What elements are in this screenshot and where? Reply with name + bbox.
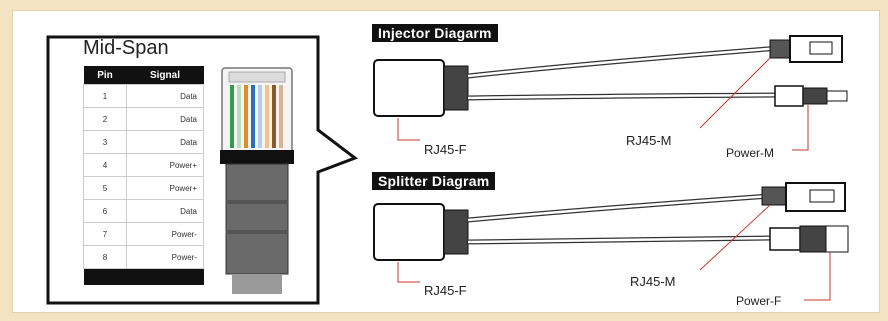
- rj45-plug-illustration: [220, 67, 294, 294]
- signal-name: Data: [126, 199, 204, 223]
- signal-name: Power+: [126, 176, 204, 200]
- injector-power-label: Power-M: [726, 146, 775, 160]
- signal-name: Data: [126, 84, 204, 108]
- signal-column-header: Signal: [126, 66, 204, 85]
- splitter-rj45m-label: RJ45-M: [630, 274, 676, 289]
- splitter-rj45f-label: RJ45-F: [424, 283, 467, 298]
- injector-diagram-title: Injector Diagarm: [372, 24, 498, 42]
- signal-name: Data: [126, 130, 204, 154]
- injector-rj45m-label: RJ45-M: [626, 133, 672, 148]
- signal-name: Power-: [126, 222, 204, 246]
- midspan-title: Mid-Span: [83, 37, 169, 59]
- pin-number: 3: [83, 130, 127, 154]
- injector-cable-illustration: [373, 35, 848, 151]
- pin-number: 8: [83, 245, 127, 269]
- injector-rj45f-label: RJ45-F: [424, 142, 467, 157]
- pin-number: 2: [83, 107, 127, 131]
- table-footer-bar: [83, 268, 204, 285]
- pin-number: 6: [83, 199, 127, 223]
- splitter-cable-illustration: [373, 182, 849, 301]
- pin-number: 4: [83, 153, 127, 177]
- pinout-header-row: Pin Signal: [83, 66, 204, 85]
- signal-name: Power+: [126, 153, 204, 177]
- pin-number: 1: [83, 84, 127, 108]
- pin-number: 5: [83, 176, 127, 200]
- splitter-power-label: Power-F: [736, 294, 782, 308]
- splitter-diagram-title: Splitter Diagram: [372, 172, 496, 190]
- signal-name: Data: [126, 107, 204, 131]
- signal-name: Power-: [126, 245, 204, 269]
- pin-column-header: Pin: [83, 66, 127, 85]
- pin-number: 7: [83, 222, 127, 246]
